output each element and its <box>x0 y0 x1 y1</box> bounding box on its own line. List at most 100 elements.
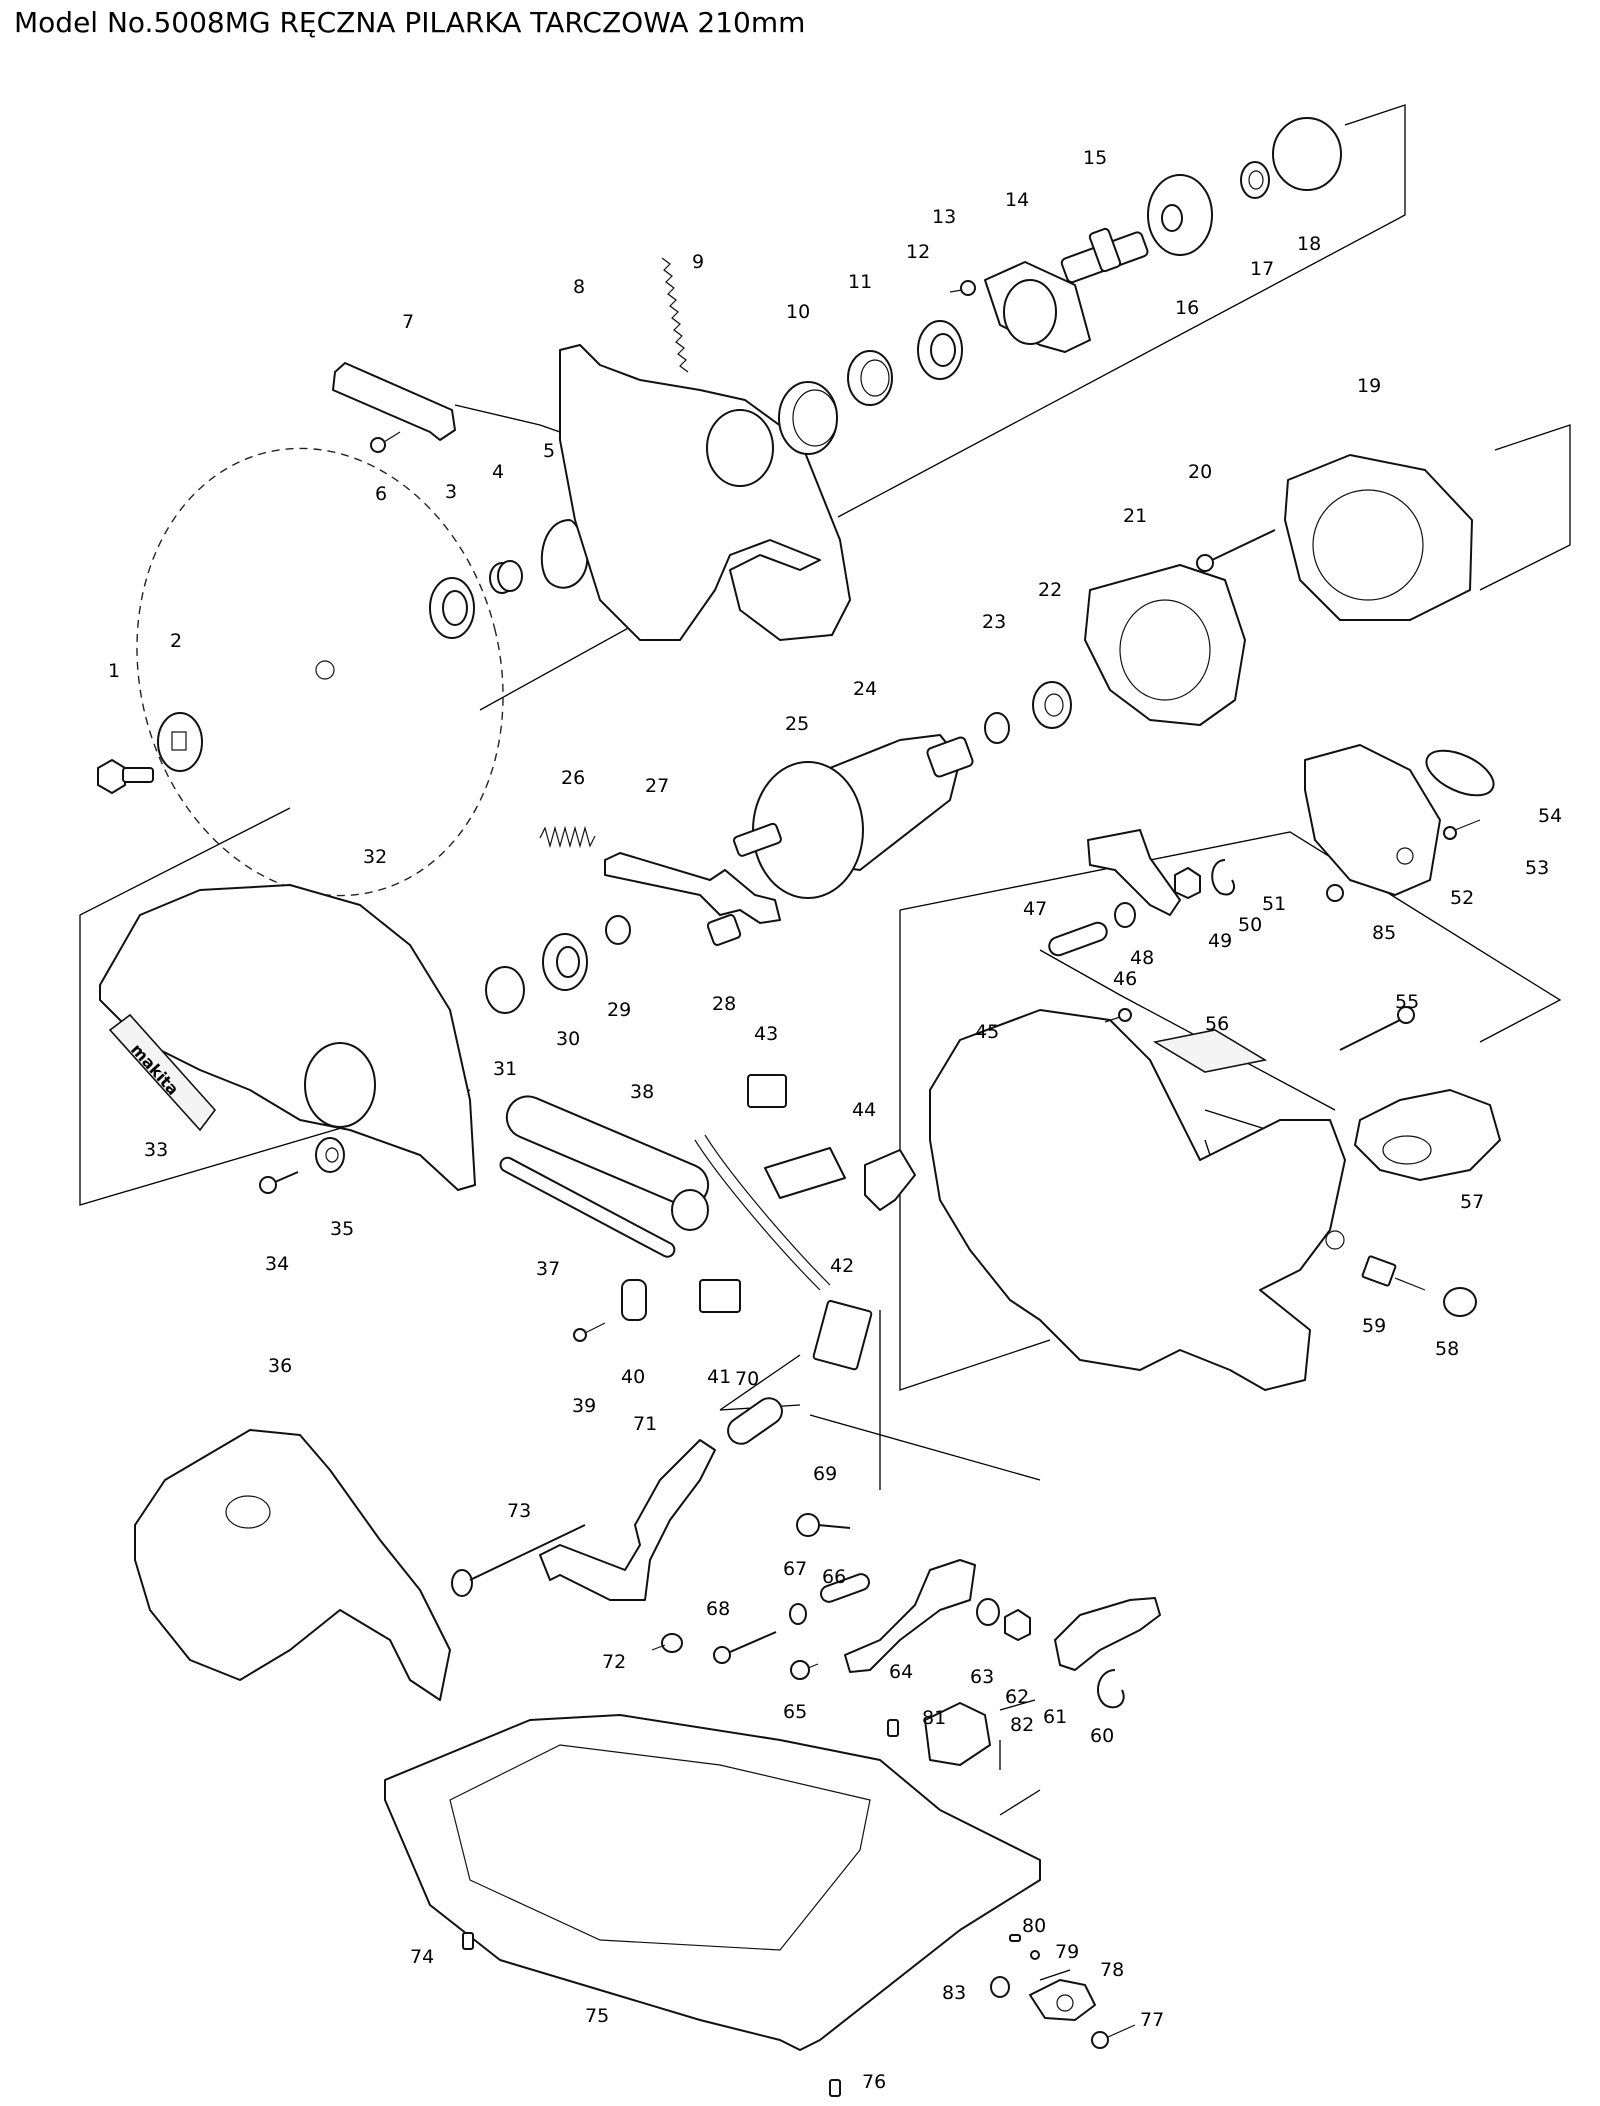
part-3-bearing <box>429 577 475 639</box>
part-18-o-ring <box>1272 117 1342 191</box>
part-label: 1 <box>108 660 120 682</box>
part-31-ring <box>485 966 525 1014</box>
part-15-spindle <box>1060 227 1149 284</box>
part-1-bolt <box>97 759 154 794</box>
part-61-lever <box>1054 1597 1161 1671</box>
part-54-gasket <box>1425 749 1495 797</box>
part-label: 13 <box>932 206 956 228</box>
part-label: 25 <box>785 713 809 735</box>
part-23-washer <box>984 712 1010 744</box>
part-4-sleeve <box>489 560 523 594</box>
part-22-bearing <box>1032 681 1072 729</box>
part-label: 68 <box>706 1598 730 1620</box>
part-82-knob <box>924 1702 991 1766</box>
part-label: 16 <box>1175 297 1199 319</box>
part-70-sleeve <box>727 1397 783 1445</box>
part-label: 2 <box>170 630 182 652</box>
part-40-strain-relief <box>621 1279 647 1321</box>
part-35-sleeve <box>315 1137 345 1173</box>
part-label: 79 <box>1055 1941 1079 1963</box>
part-label: 83 <box>942 1982 966 2004</box>
part-7-lever <box>332 362 456 441</box>
part-10-ring <box>778 381 838 455</box>
part-label: 28 <box>712 993 736 1015</box>
part-label: 39 <box>572 1395 596 1417</box>
part-label: 36 <box>268 1355 292 1377</box>
part-label: 9 <box>692 251 704 273</box>
part-label: 24 <box>853 678 877 700</box>
part-17-bearing <box>1240 161 1270 199</box>
part-13-screw <box>949 280 976 296</box>
part-38-grip <box>505 1095 710 1231</box>
part-label: 34 <box>265 1253 289 1275</box>
part-label: 52 <box>1450 887 1474 909</box>
part-59-carbon-brush <box>1361 1255 1426 1291</box>
part-label: 42 <box>830 1255 854 1277</box>
part-label: 44 <box>852 1099 876 1121</box>
part-label: 75 <box>585 2005 609 2027</box>
part-43-capacitor <box>747 1074 787 1108</box>
part-label: 76 <box>862 2071 886 2093</box>
part-label: 81 <box>922 1707 946 1729</box>
part-label: 61 <box>1043 1706 1067 1728</box>
part-label: 38 <box>630 1081 654 1103</box>
part-65-screw <box>790 1660 819 1680</box>
part-12-bearing <box>917 320 963 380</box>
part-label: 30 <box>556 1028 580 1050</box>
part-label: 17 <box>1250 258 1274 280</box>
part-27-shaft-lock <box>604 852 781 924</box>
part-14-bearing-box <box>984 261 1091 353</box>
part-drawings: makita <box>97 117 1501 2097</box>
part-8-blade-case <box>559 344 851 641</box>
part-label: 20 <box>1188 461 1212 483</box>
part-label: 32 <box>363 846 387 868</box>
part-label: 46 <box>1113 968 1137 990</box>
part-66-pin <box>820 1573 870 1603</box>
part-79-pin <box>1030 1950 1040 1960</box>
part-2-flange <box>157 712 203 772</box>
part-36-handle-cover <box>134 1429 451 1701</box>
part-label: 64 <box>889 1661 913 1683</box>
part-label: 77 <box>1140 2009 1164 2031</box>
part-label: 43 <box>754 1023 778 1045</box>
part-label: 57 <box>1460 1191 1484 1213</box>
part-74-screw <box>462 1932 474 1950</box>
part-label: 12 <box>906 241 930 263</box>
part-67-washer <box>789 1603 807 1625</box>
part-label: 15 <box>1083 147 1107 169</box>
part-label: 65 <box>783 1701 807 1723</box>
part-57-rear-cover <box>1354 1089 1501 1181</box>
part-label: 49 <box>1208 930 1232 952</box>
part-label: 85 <box>1372 922 1396 944</box>
part-9-spring <box>661 257 689 373</box>
part-55-screw <box>1339 1006 1415 1051</box>
part-78-knob <box>1029 1979 1096 2021</box>
part-label: 45 <box>975 1021 999 1043</box>
part-58-brush-holder-cap <box>1443 1287 1477 1317</box>
part-52-end-cover <box>1304 744 1441 896</box>
part-6-screw <box>370 431 401 453</box>
part-number-labels: 1 2 3 4 5 6 7 8 9 10 11 12 13 14 15 16 1… <box>108 147 1562 2093</box>
part-32-blade-case <box>99 884 476 1191</box>
part-label: 6 <box>375 483 387 505</box>
part-21-baffle-plate <box>1084 564 1246 726</box>
part-label: 66 <box>822 1566 846 1588</box>
part-83-washer <box>990 1976 1010 1998</box>
part-label: 26 <box>561 767 585 789</box>
part-28-button <box>706 914 742 946</box>
part-30-bearing <box>542 933 588 991</box>
part-label: 22 <box>1038 579 1062 601</box>
part-37-rod <box>499 1156 676 1258</box>
part-80-spring-pin <box>1009 1934 1021 1942</box>
part-label: 71 <box>633 1413 657 1435</box>
part-label: 70 <box>735 1368 759 1390</box>
part-label: 10 <box>786 301 810 323</box>
part-39-screw <box>573 1322 606 1342</box>
part-label: 56 <box>1205 1013 1229 1035</box>
part-label: 62 <box>1005 1686 1029 1708</box>
part-label: 23 <box>982 611 1006 633</box>
part-47-pin <box>1048 921 1108 957</box>
part-42-lead <box>694 1134 873 1371</box>
part-label: 31 <box>493 1058 517 1080</box>
